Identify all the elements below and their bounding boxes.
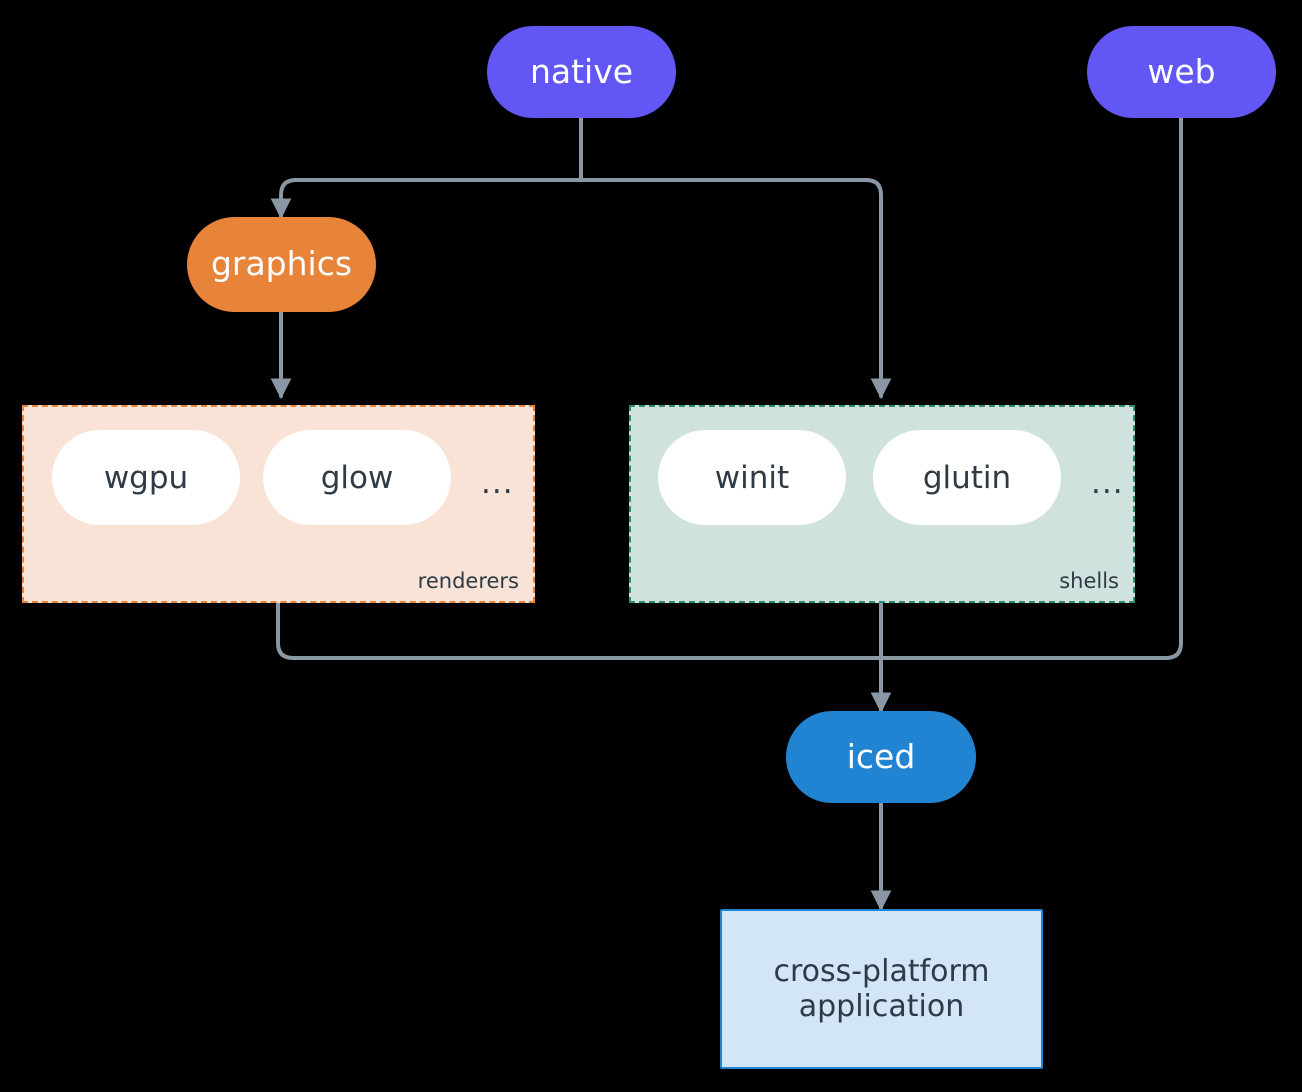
edge-renderers-to-iced bbox=[276, 601, 883, 660]
renderers-ellipsis: ... bbox=[481, 465, 514, 501]
cluster-shells-label: shells bbox=[1059, 569, 1119, 593]
node-native[interactable]: native bbox=[487, 26, 676, 118]
node-winit[interactable]: winit bbox=[658, 430, 846, 525]
node-iced-label: iced bbox=[846, 736, 916, 776]
node-graphics-label: graphics bbox=[210, 244, 353, 284]
node-cross-platform-application[interactable]: cross-platform application bbox=[720, 909, 1043, 1069]
node-iced[interactable]: iced bbox=[786, 711, 976, 803]
node-web-label: web bbox=[1147, 51, 1216, 91]
node-graphics[interactable]: graphics bbox=[187, 217, 376, 312]
node-web[interactable]: web bbox=[1087, 26, 1276, 118]
node-glow[interactable]: glow bbox=[263, 430, 451, 525]
node-glutin-label: glutin bbox=[922, 459, 1012, 496]
shells-ellipsis: ... bbox=[1091, 465, 1124, 501]
edge-native-to-graphics bbox=[270, 116, 583, 220]
application-label-line2: application bbox=[798, 989, 965, 1024]
node-winit-label: winit bbox=[714, 459, 790, 496]
node-wgpu-label: wgpu bbox=[103, 459, 189, 496]
node-glutin[interactable]: glutin bbox=[873, 430, 1061, 525]
node-glow-label: glow bbox=[320, 459, 394, 496]
node-native-label: native bbox=[529, 51, 634, 91]
cluster-renderers: wgpu glow ... renderers bbox=[22, 405, 535, 603]
cluster-shells: winit glutin ... shells bbox=[629, 405, 1135, 603]
cluster-renderers-label: renderers bbox=[417, 569, 519, 593]
node-wgpu[interactable]: wgpu bbox=[52, 430, 240, 525]
application-label-line1: cross-platform bbox=[773, 953, 990, 989]
edge-native-to-shells bbox=[579, 178, 892, 400]
